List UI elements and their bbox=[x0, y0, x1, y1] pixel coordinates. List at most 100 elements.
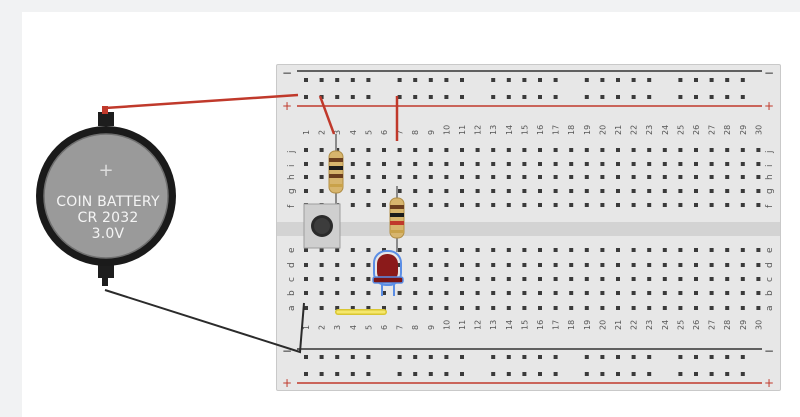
terminal-hole bbox=[616, 162, 620, 166]
rail-minus-label-bl: − bbox=[282, 344, 292, 358]
terminal-hole bbox=[584, 189, 589, 193]
terminal-hole bbox=[304, 248, 308, 252]
terminal-hole bbox=[444, 203, 449, 207]
rail-hole bbox=[616, 355, 620, 359]
rail-plus-label-br: + bbox=[764, 376, 774, 390]
rail-hole bbox=[304, 78, 308, 82]
row-label-left-g: g bbox=[287, 188, 297, 194]
col-number-bottom-30: 30 bbox=[754, 320, 763, 330]
rail-hole bbox=[506, 95, 511, 99]
col-number-top-24: 24 bbox=[661, 125, 670, 135]
resistor-2[interactable] bbox=[389, 186, 405, 252]
col-number-bottom-20: 20 bbox=[598, 320, 607, 330]
terminal-hole bbox=[366, 148, 371, 152]
red-wire-battery[interactable] bbox=[104, 93, 299, 110]
terminal-hole bbox=[366, 263, 371, 267]
col-number-bottom-6: 6 bbox=[380, 325, 389, 330]
row-label-left-j: j bbox=[287, 150, 297, 154]
terminal-hole bbox=[304, 148, 308, 152]
col-number-top-7: 7 bbox=[396, 130, 405, 135]
terminal-hole bbox=[600, 306, 605, 310]
rail-hole bbox=[350, 355, 355, 359]
terminal-hole bbox=[694, 203, 698, 207]
terminal-hole bbox=[709, 263, 714, 267]
terminal-hole bbox=[740, 248, 745, 252]
col-number-bottom-5: 5 bbox=[364, 325, 373, 330]
battery-positive-terminal[interactable] bbox=[102, 106, 108, 114]
terminal-hole bbox=[475, 189, 480, 193]
col-number-top-19: 19 bbox=[583, 125, 592, 135]
col-number-bottom-15: 15 bbox=[520, 320, 529, 330]
rail-minus-label-tr: − bbox=[764, 66, 774, 80]
col-number-bottom-28: 28 bbox=[723, 320, 732, 330]
black-wire-battery[interactable] bbox=[104, 289, 305, 354]
terminal-hole bbox=[460, 306, 464, 310]
coin-battery[interactable]: + bbox=[36, 106, 176, 286]
terminal-hole bbox=[475, 162, 480, 166]
col-number-top-12: 12 bbox=[474, 125, 483, 135]
col-number-top-21: 21 bbox=[614, 125, 623, 135]
terminal-hole bbox=[616, 277, 620, 281]
terminal-hole bbox=[460, 277, 464, 281]
rail-hole bbox=[413, 95, 418, 99]
col-number-top-30: 30 bbox=[754, 125, 763, 135]
terminal-hole bbox=[584, 306, 589, 310]
terminal-hole bbox=[569, 175, 574, 179]
rail-hole bbox=[678, 95, 683, 99]
col-number-bottom-4: 4 bbox=[349, 325, 358, 330]
terminal-hole bbox=[304, 189, 308, 193]
rail-hole bbox=[444, 355, 449, 359]
terminal-hole bbox=[475, 148, 480, 152]
terminal-hole bbox=[584, 248, 589, 252]
terminal-hole bbox=[413, 148, 418, 152]
terminal-hole bbox=[491, 203, 496, 207]
terminal-hole bbox=[460, 248, 464, 252]
terminal-hole bbox=[709, 203, 714, 207]
terminal-hole bbox=[382, 148, 386, 152]
terminal-hole bbox=[366, 291, 371, 295]
terminal-hole bbox=[350, 263, 355, 267]
rail-hole bbox=[553, 78, 558, 82]
terminal-hole bbox=[428, 189, 433, 193]
col-number-top-14: 14 bbox=[505, 125, 514, 135]
row-label-right-f: f bbox=[765, 204, 775, 208]
terminal-hole bbox=[694, 263, 698, 267]
terminal-hole bbox=[538, 175, 542, 179]
rail-hole bbox=[616, 372, 620, 376]
resistor-1[interactable] bbox=[328, 134, 344, 205]
rail-hole bbox=[350, 372, 355, 376]
terminal-hole bbox=[304, 291, 308, 295]
rail-minus-label-tl: − bbox=[282, 66, 292, 80]
col-number-bottom-13: 13 bbox=[489, 320, 498, 330]
led[interactable] bbox=[372, 250, 404, 296]
terminal-hole bbox=[600, 162, 605, 166]
row-label-right-c: c bbox=[765, 277, 775, 282]
rail-hole bbox=[584, 78, 589, 82]
terminal-hole bbox=[631, 248, 636, 252]
terminal-hole bbox=[319, 162, 324, 166]
terminal-hole bbox=[444, 148, 449, 152]
col-number-bottom-3: 3 bbox=[333, 325, 342, 330]
pushbutton[interactable] bbox=[303, 203, 341, 249]
terminal-hole bbox=[335, 306, 340, 310]
terminal-hole bbox=[319, 189, 324, 193]
battery-bottom-clip bbox=[98, 264, 114, 278]
terminal-hole bbox=[678, 203, 683, 207]
terminal-hole bbox=[662, 162, 667, 166]
terminal-hole bbox=[491, 162, 496, 166]
rail-hole bbox=[740, 372, 745, 376]
terminal-hole bbox=[600, 277, 605, 281]
rail-hole bbox=[600, 78, 605, 82]
terminal-hole bbox=[725, 189, 730, 193]
terminal-hole bbox=[319, 175, 324, 179]
terminal-hole bbox=[428, 291, 433, 295]
terminal-hole bbox=[631, 203, 636, 207]
col-number-top-3: 3 bbox=[333, 130, 342, 135]
terminal-hole bbox=[756, 248, 761, 252]
battery-plus-symbol: + bbox=[98, 160, 113, 181]
terminal-hole bbox=[678, 175, 683, 179]
battery-negative-terminal[interactable] bbox=[102, 276, 108, 286]
red-wire-resistor[interactable] bbox=[318, 95, 336, 135]
terminal-hole bbox=[631, 263, 636, 267]
